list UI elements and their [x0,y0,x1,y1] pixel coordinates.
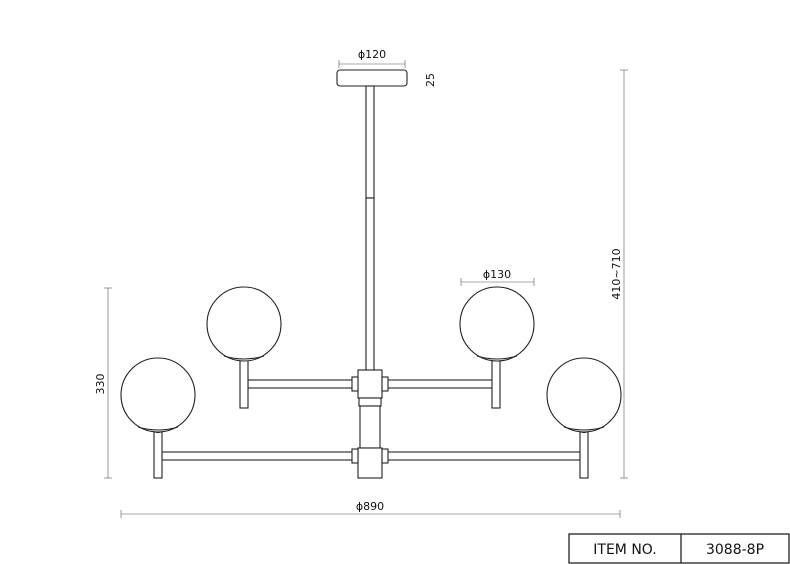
globe-diameter-label: ϕ130 [483,268,511,281]
center-column [358,397,382,449]
title-block [568,533,790,564]
upper-arm-right [381,354,505,409]
canopy-height-label: 25 [424,73,437,87]
overall-height-dimension [620,69,628,479]
globe-upper-right [459,286,535,362]
upper-hub [351,369,389,399]
globe-lower-right [546,357,622,433]
arm-height-label: 330 [94,374,107,395]
arm-height-dimension [104,287,112,479]
lower-arm-left [149,427,359,479]
overall-diameter-label: ϕ890 [356,500,384,513]
globe-lower-left [120,357,196,433]
upper-arm-left [235,354,359,409]
globe-upper-left [206,286,282,362]
item-number-value: 3088-8P [706,542,764,558]
globe-diameter-dimension [460,278,535,286]
canopy-diameter-label: ϕ120 [358,48,386,61]
lower-hub [351,447,389,479]
lower-arm-right [381,427,593,479]
overall-height-label: 410~710 [610,248,623,299]
canopy [336,60,408,87]
overall-diameter-dimension [120,510,621,518]
down-rod [365,85,375,371]
item-number-label: ITEM NO. [593,542,656,558]
